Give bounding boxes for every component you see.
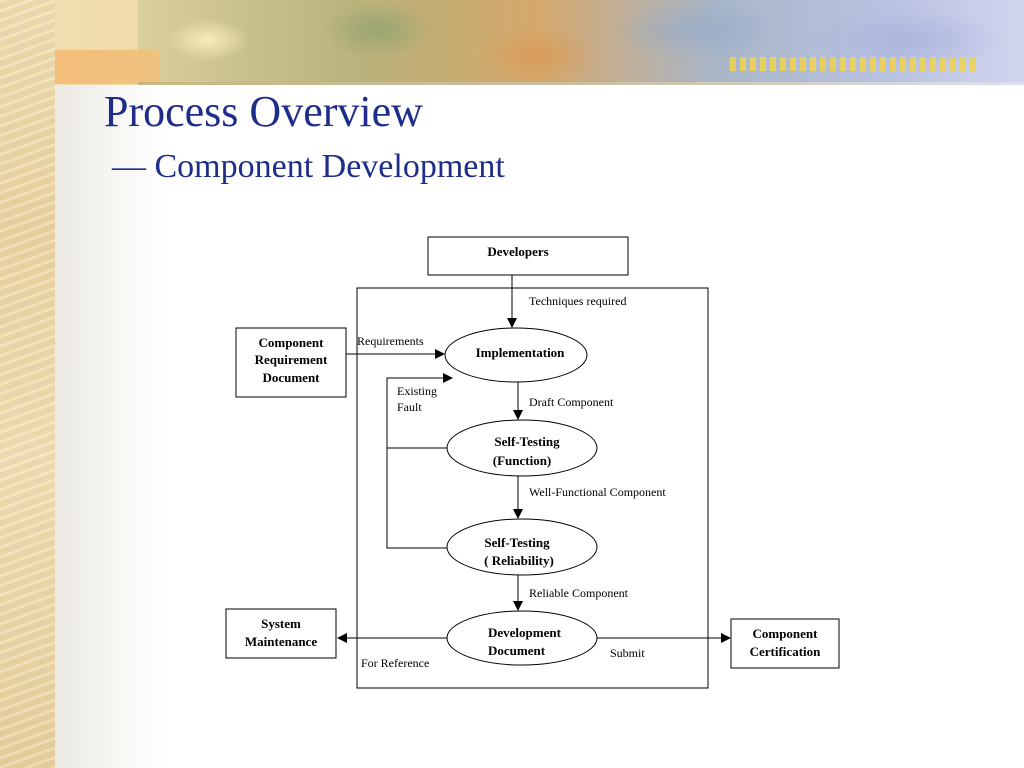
implementation-node: Implementation	[444, 327, 588, 383]
crd-label-line1: Component	[258, 335, 324, 350]
slide-title: Process Overview	[104, 87, 423, 136]
process-boundary-box	[356, 287, 709, 689]
left-gradient-fade	[55, 85, 165, 768]
cc-label-line1: Component	[752, 626, 818, 641]
developers-label: Developers	[487, 244, 548, 259]
self-testing-reliability-node: Self-Testing ( Reliability)	[446, 518, 598, 576]
str-label-line2: ( Reliability)	[484, 553, 554, 568]
sm-label-line1: System	[261, 616, 301, 631]
banner-divider	[138, 82, 1024, 85]
self-testing-function-node: Self-Testing (Function)	[446, 419, 598, 477]
dd-label-line1: Development	[488, 625, 562, 640]
edge-label-draft-component: Draft Component	[529, 395, 614, 409]
sm-label-line2: Maintenance	[245, 634, 317, 649]
component-certification-node: Component Certification	[730, 618, 840, 669]
edge-label-reliable-component: Reliable Component	[529, 586, 629, 600]
implementation-label: Implementation	[476, 345, 566, 360]
crd-label-line2: Requirement	[255, 352, 328, 367]
edge-existing-fault-loop	[386, 373, 453, 549]
edge-label-existing-fault-line2: Fault	[397, 400, 422, 414]
crd-label-line3: Document	[262, 370, 320, 385]
edge-label-well-functional-component: Well-Functional Component	[529, 485, 666, 499]
development-document-node: Development Document	[446, 610, 598, 666]
edge-label-requirements: Requirements	[357, 334, 424, 348]
component-requirement-document-node: Component Requirement Document	[235, 327, 347, 398]
developers-node: Developers	[427, 236, 629, 276]
slide-subtitle: — Component Development	[112, 148, 505, 185]
cc-label-line2: Certification	[750, 644, 822, 659]
stf-label-line2: (Function)	[493, 453, 552, 468]
edge-label-techniques-required: Techniques required	[529, 294, 626, 308]
str-label-line1: Self-Testing	[484, 535, 550, 550]
system-maintenance-node: System Maintenance	[225, 608, 337, 659]
dd-label-line2: Document	[488, 643, 546, 658]
edge-label-submit: Submit	[610, 646, 645, 660]
left-decorative-strip	[0, 0, 55, 768]
edge-label-for-reference: For Reference	[361, 656, 429, 670]
decorative-dashed-line	[730, 57, 980, 71]
stf-label-line1: Self-Testing	[494, 434, 560, 449]
edge-label-existing-fault-line1: Existing	[397, 384, 437, 398]
